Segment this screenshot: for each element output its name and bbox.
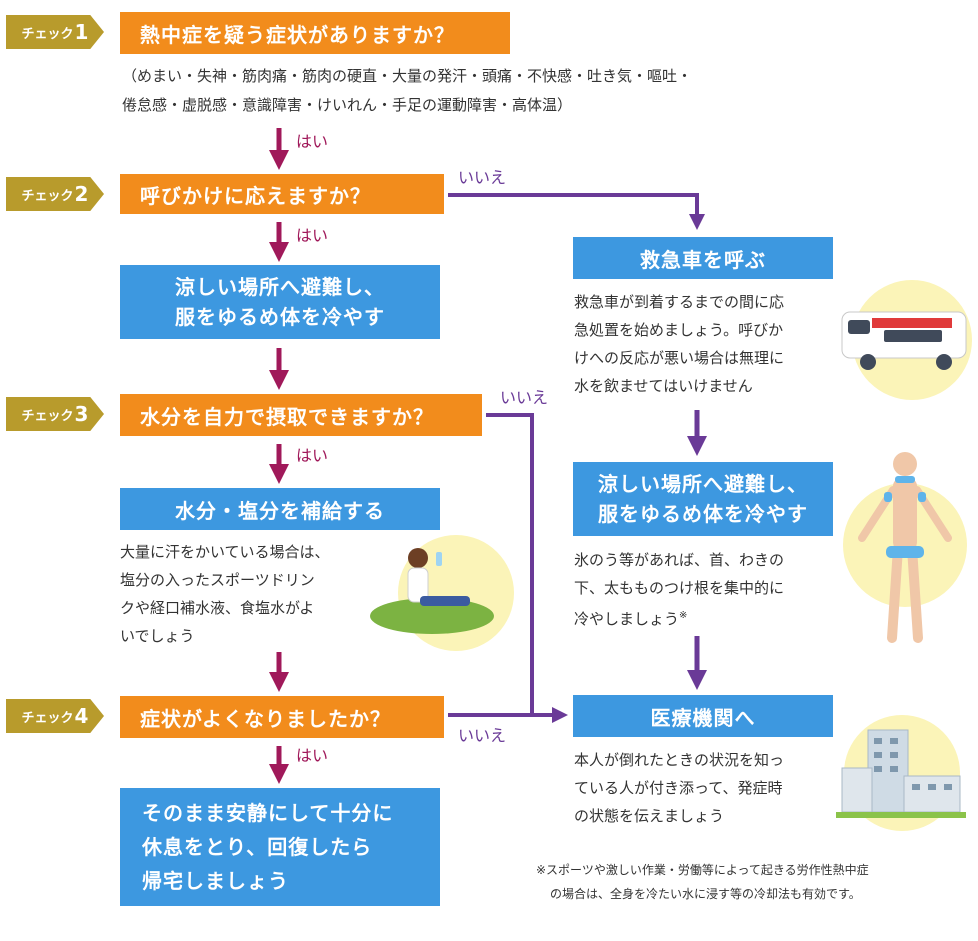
question-1-box: 熱中症を疑う症状がありますか？ (120, 12, 510, 54)
rest-box: そのまま安静にして十分に 休息をとり、回復したら 帰宅しましょう (120, 788, 440, 906)
left-cool-box: 涼しい場所へ避難し、 服をゆるめ体を冷やす (120, 265, 440, 339)
yes-label-1: はい (296, 132, 329, 151)
question-4-box: 症状がよくなりましたか？ (120, 696, 444, 738)
ice-text: 氷のう等があれば、首、わきの 下、太もものつけ根を集中的に 冷やしましょう※ (574, 551, 785, 628)
footnote: ※スポーツや激しい作業・労働等によって起きる労作性熱中症 の場合は、全身を冷たい… (536, 863, 869, 901)
drinking-person-illustration (370, 535, 514, 651)
question-2-box: 呼びかけに応えますか？ (120, 174, 444, 214)
no-arrow-2 (448, 193, 705, 230)
symptoms-line-1: （めまい・失神・筋肉痛・筋肉の硬直・大量の発汗・頭痛・不快感・吐き気・嘔吐・ (122, 67, 693, 85)
hospital-text: 本人が倒れたときの状況を知っ ている人が付き添って、発症時 の状態を伝えましょう (574, 751, 785, 825)
yes-label-4: はい (296, 746, 329, 765)
no-label-2: いいえ (458, 168, 507, 187)
symptoms-line-2: 倦怠感・虚脱感・意識障害・けいれん・手足の運動障害・高体温） (122, 96, 573, 114)
hydrate-text: 大量に汗をかいている場合は、 塩分の入ったスポーツドリン クや経口補水液、食塩水… (120, 543, 330, 645)
yes-label-2: はい (296, 226, 329, 245)
ambulance-box: 救急車を呼ぶ (573, 237, 833, 279)
hydrate-box: 水分・塩分を補給する (120, 488, 440, 530)
no-label-3: いいえ (500, 388, 549, 407)
body-cooling-illustration (843, 452, 967, 643)
no-arrow-3 (486, 413, 568, 723)
yes-label-3: はい (296, 446, 329, 465)
right-cool-box: 涼しい場所へ避難し、 服をゆるめ体を冷やす (573, 462, 833, 536)
no-label-4: いいえ (458, 726, 507, 745)
hospital-illustration (836, 715, 966, 831)
ambulance-illustration (841, 280, 972, 400)
question-3-box: 水分を自力で摂取できますか？ (120, 394, 482, 436)
hospital-box: 医療機関へ (573, 695, 833, 737)
ambulance-text: 救急車が到着するまでの間に応 急処置を始めましょう。呼びか けへの反応が悪い場合… (574, 293, 785, 395)
